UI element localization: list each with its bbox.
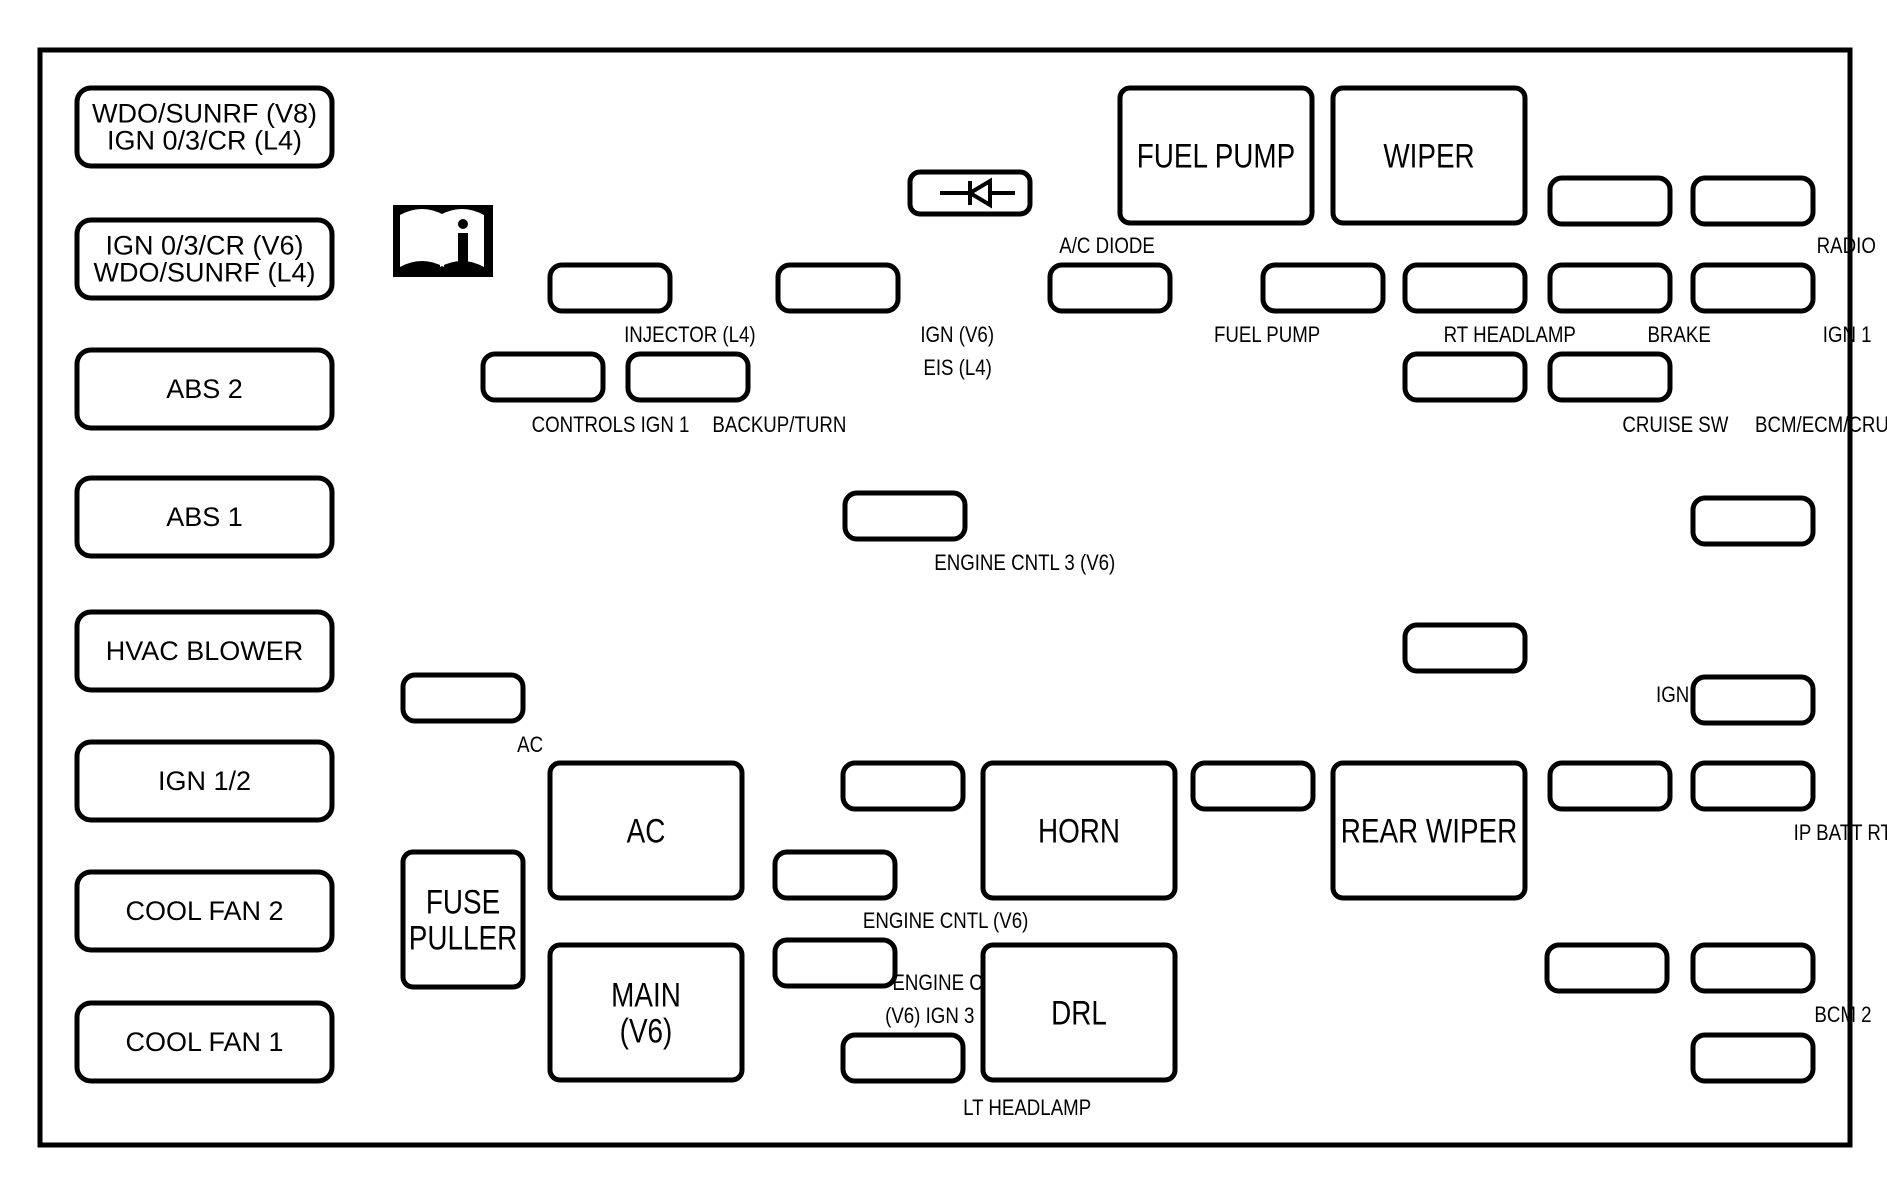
- fuse-bcm-ecm-cruise: BCM/ECM/CRUISE: [1547, 351, 1887, 438]
- fuse-label: CRUISE SW: [1622, 414, 1729, 438]
- fuse-label: HVAC BLOWER: [106, 636, 304, 666]
- fuse-label: BRAKE: [1647, 324, 1710, 348]
- fuse-wdo-sunrf-v8: WDO/SUNRF (V8)IGN 0/3/CR (L4): [74, 85, 335, 169]
- relay-fuel-pump-relay: FUEL PUMP: [1117, 85, 1315, 226]
- fuse-block-frame: [37, 47, 1853, 1148]
- relay-horn-relay: HORN: [980, 760, 1178, 901]
- fuse-label: ENGINE CNT: [892, 972, 1007, 996]
- relay-wiper-relay: WIPER: [1330, 85, 1528, 226]
- fuse-ign-0: IGN 0: [1402, 622, 1705, 707]
- fuse-label: IP BATT RT: [1794, 822, 1887, 846]
- relay-label: PULLER: [409, 919, 517, 957]
- fuse-backup-turn: BACKUP/TURN: [625, 351, 846, 438]
- relay-label: REAR WIPER: [1341, 812, 1518, 850]
- fuse-rt-headlamp: RT HEADLAMP: [1260, 262, 1576, 348]
- fuse-cd-dlc: CD/DLC: [1690, 674, 1816, 726]
- fuse-label: RT HEADLAMP: [1444, 324, 1576, 348]
- fuse-label: RADIO: [1817, 235, 1876, 259]
- fuse-rear-defog: REAR DEFOG: [1690, 495, 1816, 547]
- fuse-label: ABS 1: [166, 502, 243, 532]
- fuse-hazard: HAZARD: [1690, 262, 1816, 314]
- fuse-label: COOL FAN 2: [125, 896, 283, 926]
- fuse-engine-cntl-v6: ENGINE CNTL (V6): [772, 849, 1028, 934]
- fuse-ign-0-3-cr-v6: IGN 0/3/CR (V6)WDO/SUNRF (L4): [74, 217, 335, 301]
- fuse-label: IGN (V6): [920, 324, 994, 348]
- fuse-abs-2: ABS 2: [74, 347, 335, 431]
- fuse-label: BACKUP/TURN: [712, 414, 846, 438]
- fuse-engine-cntl-3-v6: ENGINE CNTL 3 (V6): [842, 490, 1115, 576]
- relay-drl-relay: DRL: [980, 942, 1178, 1083]
- fuse-label: ENGINE CNTL 3 (V6): [934, 552, 1115, 576]
- fuse-label: FUEL PUMP: [1214, 324, 1320, 348]
- relay-rear-wiper-relay: REAR WIPER: [1330, 760, 1528, 901]
- relay-main-v6-relay: MAIN(V6): [547, 942, 745, 1083]
- fuse-label: CONTROLS IGN 1: [532, 414, 690, 438]
- fuse-label: COOL FAN 1: [125, 1027, 283, 1057]
- fuse-engine-cnt-v6-ign3-l4: ENGINE CNT(V6) IGN 3 (L4): [772, 937, 1013, 1028]
- fuse-controls-ign-1: CONTROLS IGN 1: [480, 351, 690, 438]
- owners-manual-icon: [393, 205, 493, 277]
- fuse-lt-headlamp: LT HEADLAMP: [840, 1032, 1091, 1121]
- fuse-label: BCM 2: [1814, 1004, 1871, 1028]
- fuse-label: INJECTOR (L4): [624, 324, 756, 348]
- fuse-label: WDO/SUNRF (L4): [94, 258, 316, 288]
- fuse-injector-l4: INJECTOR (L4): [547, 262, 756, 348]
- fuse-label: IGN 0/3/CR (L4): [107, 126, 302, 156]
- fuse-label: LT HEADLAMP: [963, 1097, 1091, 1121]
- fuse-ign-1-2: IGN 1/2: [74, 739, 335, 823]
- relay-label: DRL: [1051, 994, 1107, 1032]
- fuse-brake: BRAKE: [1402, 262, 1711, 348]
- fuse-label: EIS (L4): [923, 357, 992, 381]
- fuse-fuel-pump-fuse: FUEL PUMP: [1047, 262, 1320, 348]
- fuse-cool-fan-2: COOL FAN 2: [74, 869, 335, 953]
- fuse-ac-fuse: AC: [400, 672, 543, 758]
- relay-label: HORN: [1038, 812, 1120, 850]
- fuse-label: ABS 2: [166, 374, 243, 404]
- fuse-label: IGN 1: [1823, 324, 1872, 348]
- ac-diode: A/C DIODE: [907, 169, 1155, 259]
- fuse-label: WDO/SUNRF (V8): [92, 99, 317, 129]
- fuse-radio: RADIO: [1547, 175, 1876, 259]
- fuse-lighter: LIGHTER: [1690, 1032, 1816, 1084]
- fuse-label: IGN 1/2: [158, 766, 251, 796]
- fuse-ign-v6-eis-l4: IGN (V6) EIS (L4): [775, 262, 994, 381]
- fuse-aux-power: AUX POWER: [1690, 760, 1816, 812]
- fuse-cruise-sw: CRUISE SW: [1402, 351, 1729, 438]
- relay-label: WIPER: [1383, 137, 1474, 175]
- fuse-abs-1: ABS 1: [74, 475, 335, 559]
- relay-label: FUSE: [426, 883, 500, 921]
- fuse-park-lamp: PARK LAMP: [1690, 942, 1816, 994]
- fuse-bcm-cluster: BCM CLUSTER: [1690, 175, 1816, 227]
- fuse-label: BCM/ECM/CRUISE: [1755, 414, 1887, 438]
- fuse-hvac-blower: HVAC BLOWER: [74, 609, 335, 693]
- fuse-label: IGN 0/3/CR (V6): [105, 231, 303, 261]
- fuse-ign-1: IGN 1: [1547, 262, 1872, 348]
- fuse-label: AC: [517, 734, 543, 758]
- relay-label: MAIN: [611, 976, 681, 1014]
- relay-label: AC: [627, 812, 666, 850]
- relay-label: FUEL PUMP: [1137, 137, 1295, 175]
- fuse-ip-batt-rt: IP BATT RT: [1547, 760, 1887, 846]
- fuse-cool-fan-1: COOL FAN 1: [74, 1000, 335, 1084]
- relay-ac-relay: AC: [547, 760, 745, 901]
- relay-label: (V6): [620, 1012, 673, 1050]
- fuse-bcm-2: BCM 2: [1544, 942, 1872, 1028]
- ac-diode-label: A/C DIODE: [1059, 235, 1155, 259]
- fuse-label: ENGINE CNTL (V6): [863, 910, 1028, 934]
